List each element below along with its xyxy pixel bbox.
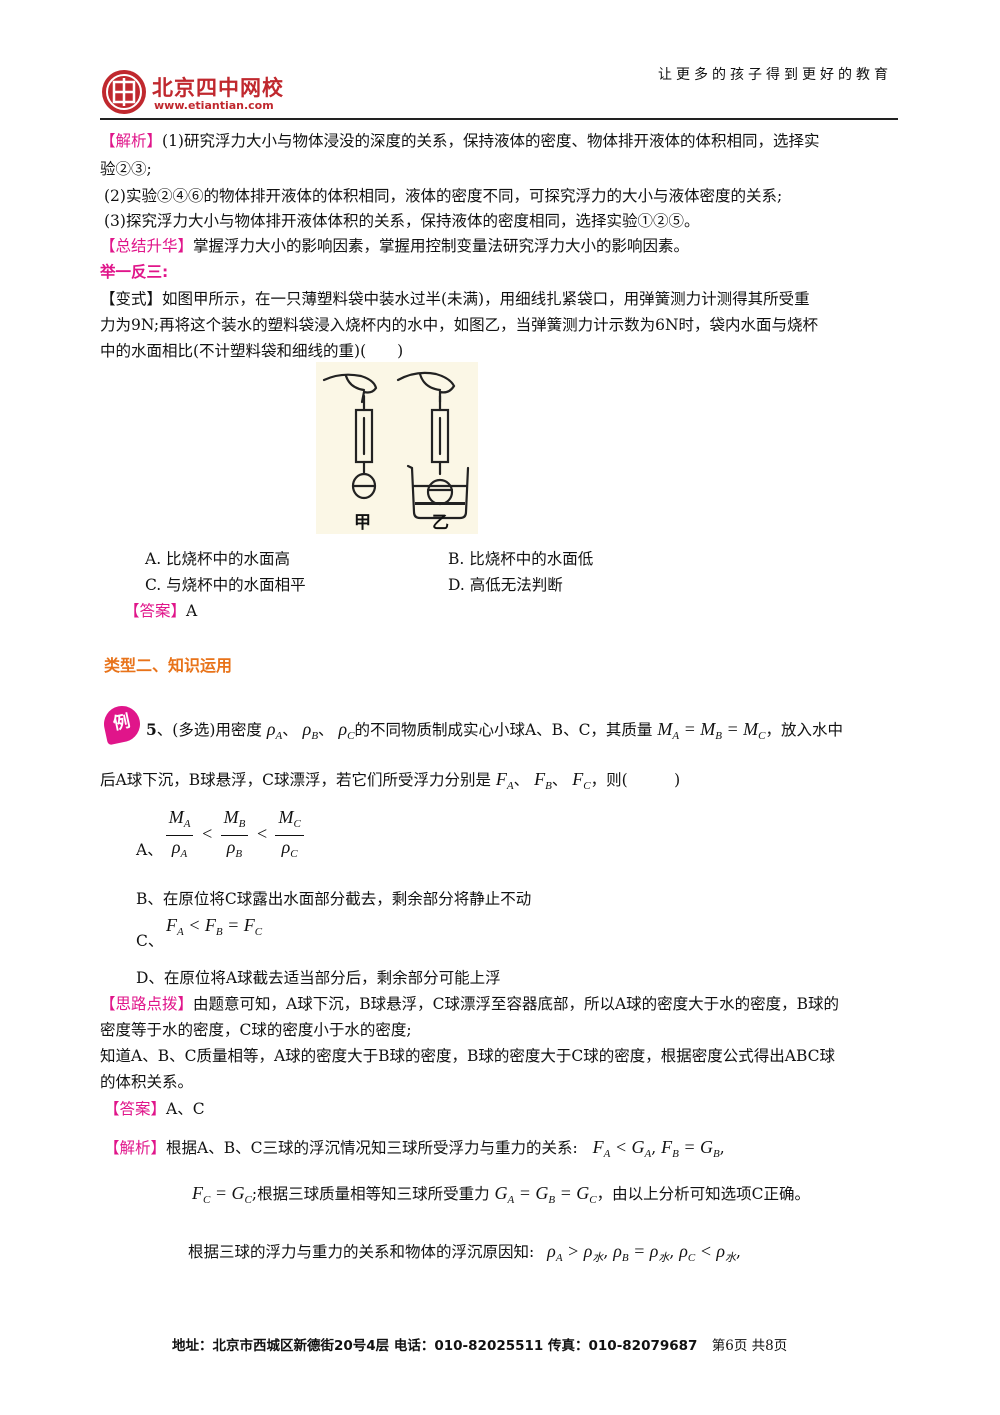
jiexi2-line-1: 【解析】根据A、B、C三球的浮沉情况知三球所受浮力与重力的关系: FA < GA… xyxy=(104,1137,725,1160)
logo: 北京四中网校 www.etiantian.com xyxy=(100,68,290,118)
spring-scale-illustration xyxy=(322,371,470,520)
bianshi-line-2: 力为9N;再将这个装水的塑料袋浸入烧杯内的水中，如图乙，当弹簧测力计示数为6N时… xyxy=(100,316,819,334)
jiexi2-line-3: 根据三球的浮力与重力的关系和物体的浮沉原因知: ρA > ρ水, ρB = ρ水… xyxy=(188,1241,741,1264)
jiexi-line-1: 【解析】(1)研究浮力大小与物体浸没的深度的关系，保持液体的密度、物体排开液体的… xyxy=(100,132,820,150)
option-b: B. 比烧杯中的水面低 xyxy=(448,550,594,568)
jiexi-line-2: (2)实验②④⑥的物体排开液体的体积相同，液体的密度不同，可探究浮力的大小与液体… xyxy=(104,187,783,205)
summary-tag: 【总结升华】 xyxy=(100,237,194,255)
bianshi-line-1: 【变式】如图甲所示，在一只薄塑料袋中装水过半(未满)，用细线扎紧袋口，用弹簧测力… xyxy=(100,290,810,308)
option-d: D. 高低无法判断 xyxy=(448,576,563,594)
jiexi2-tag: 【解析】 xyxy=(104,1139,167,1157)
silu-line-2: 密度等于水的密度，C球的密度小于水的密度; xyxy=(100,1021,412,1039)
figure-label-yi: 乙 xyxy=(432,513,449,533)
jiexi-tag: 【解析】 xyxy=(100,132,163,150)
header-slogan: 让更多的孩子得到更好的教育 xyxy=(658,67,892,83)
logo-emblem-icon xyxy=(102,70,146,114)
footer-page: 第6页 共8页 xyxy=(711,1338,788,1354)
bianshi-line-3: 中的水面相比(不计塑料袋和细线的重)( ) xyxy=(100,342,404,360)
jiexi-line-3: (3)探究浮力大小与物体排开液体体积的关系，保持液体的密度相同，选择实验①②⑤。 xyxy=(104,212,700,230)
question-line-2: 后A球下沉，B球悬浮，C球漂浮，若它们所受浮力分别是 FA、 FB、 FC，则(… xyxy=(100,769,681,792)
figure-label-jia: 甲 xyxy=(354,513,371,533)
example-badge: 例 xyxy=(100,702,144,746)
answer-tag-2: 【答案】 xyxy=(104,1100,167,1118)
silu-line-1: 【思路点拨】由题意可知，A球下沉，B球悬浮，C球漂浮至容器底部，所以A球的密度大… xyxy=(100,995,840,1013)
question-option-b: B、在原位将C球露出水面部分截去，剩余部分将静止不动 xyxy=(136,890,532,908)
jiexi-line-1b: 验②③; xyxy=(100,160,152,178)
footer: 地址：北京市西城区新德街20号4层 电话：010-82025511 传真：010… xyxy=(172,1334,787,1354)
answer-line-2: 【答案】A、C xyxy=(104,1100,205,1118)
juyi-heading: 举一反三: xyxy=(100,263,169,281)
silu-line-3: 知道A、B、C质量相等，A球的密度大于B球的密度，B球的密度大于C球的密度，根据… xyxy=(100,1047,836,1065)
silu-line-4: 的体积关系。 xyxy=(100,1073,194,1091)
option-a: A. 比烧杯中的水面高 xyxy=(145,550,291,568)
option-c: C. 与烧杯中的水面相平 xyxy=(145,576,306,594)
footer-address: 地址：北京市西城区新德街20号4层 电话：010-82025511 传真：010… xyxy=(172,1338,698,1354)
answer-tag: 【答案】 xyxy=(124,602,187,620)
question-line-1: 5、(多选)用密度 ρA、 ρB、 ρC的不同物质制成实心小球A、B、C，其质量… xyxy=(146,719,844,742)
jiexi2-line-2: FC = GC;根据三球质量相等知三球所受重力 GA = GB = GC，由以上… xyxy=(192,1183,811,1206)
header-rule xyxy=(100,118,898,120)
logo-url: www.etiantian.com xyxy=(154,99,274,112)
answer-line-1: 【答案】A xyxy=(124,602,198,620)
silu-tag: 【思路点拨】 xyxy=(100,995,194,1013)
option-c-formula: FA < FB = FC xyxy=(166,915,263,938)
section-heading: 类型二、知识运用 xyxy=(104,656,233,675)
logo-title: 北京四中网校 xyxy=(152,76,284,100)
summary-line: 【总结升华】掌握浮力大小的影响因素，掌握用控制变量法研究浮力大小的影响因素。 xyxy=(100,237,690,255)
spring-scale-figure: 甲 乙 xyxy=(316,362,478,534)
question-option-d: D、在原位将A球截去适当部分后，剩余部分可能上浮 xyxy=(136,969,501,987)
